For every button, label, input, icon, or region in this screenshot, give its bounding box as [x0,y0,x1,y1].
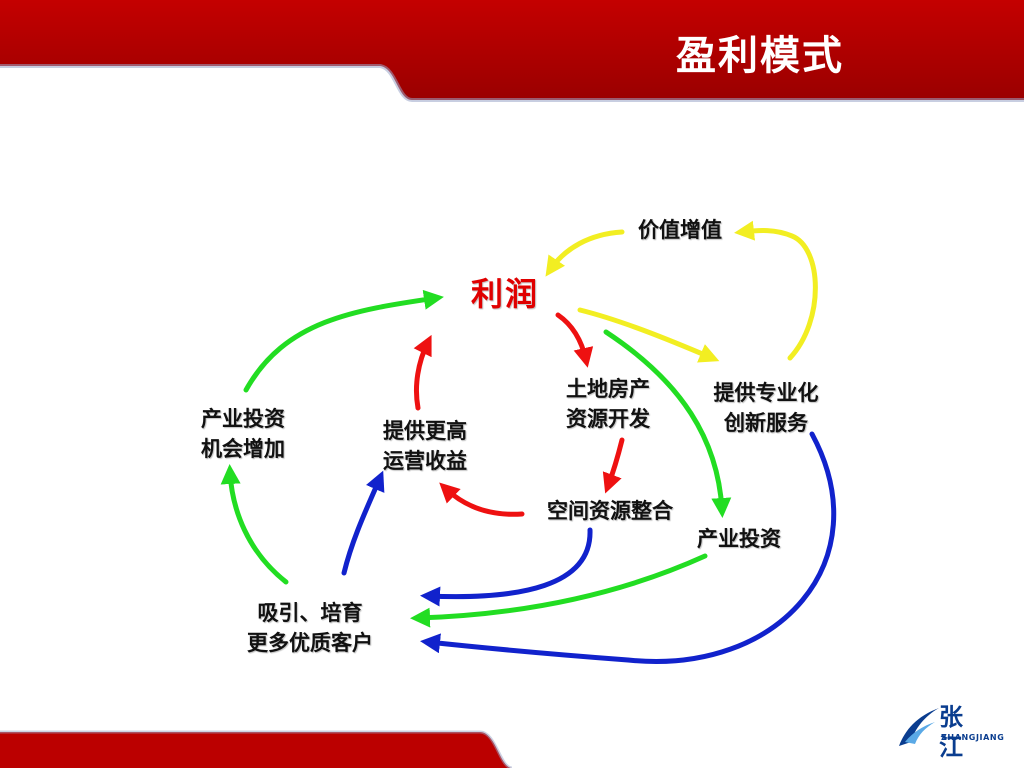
arrow-blue-service-to-clients [420,431,837,664]
arrow-green-clients-to-opportunity [220,464,289,585]
arrow-red-revenue-to-profit [413,334,432,411]
arrow-green-invest-to-clients [410,553,708,628]
arrow-green-profit-to-invest [603,329,732,518]
footer-band [0,730,513,768]
logo-chinese-text: 张 江 [939,703,973,761]
arrow-yellow-value-to-profit [545,229,625,277]
node-attract-clients: 吸引、培育 更多优质客户 [247,600,373,655]
node-industry-invest: 产业投资 [697,526,781,551]
logo-english-text: ZHANGJIANG [941,733,1005,742]
page-title: 盈利模式 [676,33,844,79]
arrow-yellow-service-to-value [734,220,818,361]
node-land-development: 土地房产 资源开发 [566,376,650,431]
arrow-blue-space-to-clients [420,527,593,607]
header-band [0,0,1024,102]
arrow-red-land-to-space [602,437,625,494]
arrow-blue-clients-to-revenue [341,470,385,576]
node-higher-revenue: 提供更高 运营收益 [383,418,467,473]
company-logo: 张 江 ZHANGJIANG [895,700,1015,761]
arrow-green-opportunity-to-profit [243,289,444,393]
node-value-added: 价值增值 [638,217,722,242]
zhangjiang-swoosh-icon [899,708,939,746]
arrow-red-space-to-revenue [439,482,525,517]
node-industry-invest-opportunity: 产业投资 机会增加 [201,406,285,461]
arrow-red-profit-to-land [555,312,594,368]
node-space-integration: 空间资源整合 [547,498,673,523]
node-profit: 利润 [470,275,539,313]
arrow-yellow-profit-to-service [577,307,720,363]
node-specialized-service: 提供专业化 创新服务 [713,380,819,435]
